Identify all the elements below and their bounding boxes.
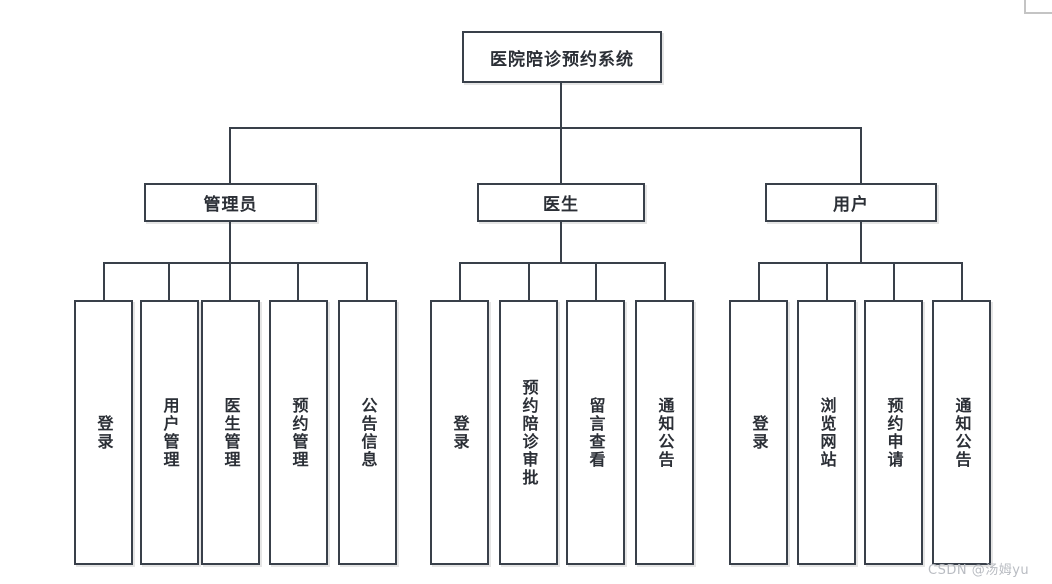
node-leaf-user-3-label: 通知公告	[952, 396, 972, 469]
node-leaf-admin-2-label: 医生管理	[221, 396, 241, 469]
connector-doctor-bus	[459, 262, 666, 264]
connector-doctor-stem	[560, 222, 562, 262]
node-branch-user-label: 用户	[833, 195, 869, 215]
node-leaf-user-0-label: 登录	[749, 414, 769, 451]
connector-user-leaf-0	[758, 262, 760, 301]
page-corner-mark	[1024, 0, 1052, 14]
node-leaf-user-2[interactable]: 预约申请	[864, 300, 923, 565]
connector-root-stem	[560, 83, 562, 128]
connector-admin-leaf-0	[103, 262, 105, 301]
connector-doctor-leaf-3	[664, 262, 666, 301]
node-leaf-user-2-label: 预约申请	[884, 396, 904, 469]
node-leaf-admin-1[interactable]: 用户管理	[140, 300, 199, 565]
node-leaf-user-1-label: 浏览网站	[817, 396, 837, 469]
node-branch-doctor[interactable]: 医生	[477, 183, 645, 222]
connector-admin-bus	[103, 262, 368, 264]
node-branch-user[interactable]: 用户	[765, 183, 937, 222]
node-leaf-admin-1-label: 用户管理	[160, 396, 180, 469]
node-leaf-admin-2[interactable]: 医生管理	[201, 300, 260, 565]
node-leaf-doctor-3-label: 通知公告	[655, 396, 675, 469]
node-leaf-admin-3-label: 预约管理	[289, 396, 309, 469]
connector-user-stem	[860, 222, 862, 262]
node-leaf-doctor-3[interactable]: 通知公告	[635, 300, 694, 565]
node-branch-admin-label: 管理员	[203, 195, 258, 215]
connector-admin-leaf-2	[229, 262, 231, 301]
node-branch-admin[interactable]: 管理员	[144, 183, 317, 222]
node-branch-doctor-label: 医生	[543, 195, 579, 215]
connector-drop-doctor	[560, 127, 562, 183]
node-root-label: 医院陪诊预约系统	[490, 49, 634, 70]
connector-admin-leaf-3	[297, 262, 299, 301]
node-leaf-user-3[interactable]: 通知公告	[932, 300, 991, 565]
node-leaf-doctor-1-label: 预约陪诊审批	[519, 378, 539, 487]
connector-admin-leaf-1	[168, 262, 170, 301]
node-leaf-admin-4-label: 公告信息	[358, 396, 378, 469]
connector-user-leaf-3	[961, 262, 963, 301]
connector-doctor-leaf-0	[459, 262, 461, 301]
node-leaf-user-0[interactable]: 登录	[729, 300, 788, 565]
node-leaf-doctor-0[interactable]: 登录	[430, 300, 489, 565]
node-leaf-admin-0[interactable]: 登录	[74, 300, 133, 565]
connector-admin-leaf-4	[366, 262, 368, 301]
connector-user-leaf-1	[826, 262, 828, 301]
connector-admin-stem	[229, 222, 231, 262]
node-leaf-doctor-2-label: 留言查看	[586, 396, 606, 469]
node-leaf-doctor-2[interactable]: 留言查看	[566, 300, 625, 565]
connector-drop-admin	[229, 127, 231, 183]
node-leaf-doctor-0-label: 登录	[450, 414, 470, 451]
node-leaf-admin-4[interactable]: 公告信息	[338, 300, 397, 565]
connector-doctor-leaf-1	[528, 262, 530, 301]
node-leaf-admin-0-label: 登录	[94, 414, 114, 451]
node-leaf-admin-3[interactable]: 预约管理	[269, 300, 328, 565]
connector-user-leaf-2	[893, 262, 895, 301]
connector-user-bus	[758, 262, 963, 264]
connector-doctor-leaf-2	[595, 262, 597, 301]
node-leaf-user-1[interactable]: 浏览网站	[797, 300, 856, 565]
node-root[interactable]: 医院陪诊预约系统	[462, 31, 662, 83]
watermark: CSDN @汤姆yu	[928, 563, 1030, 578]
connector-level1-bus	[229, 127, 862, 129]
node-leaf-doctor-1[interactable]: 预约陪诊审批	[499, 300, 558, 565]
connector-drop-user	[860, 127, 862, 183]
